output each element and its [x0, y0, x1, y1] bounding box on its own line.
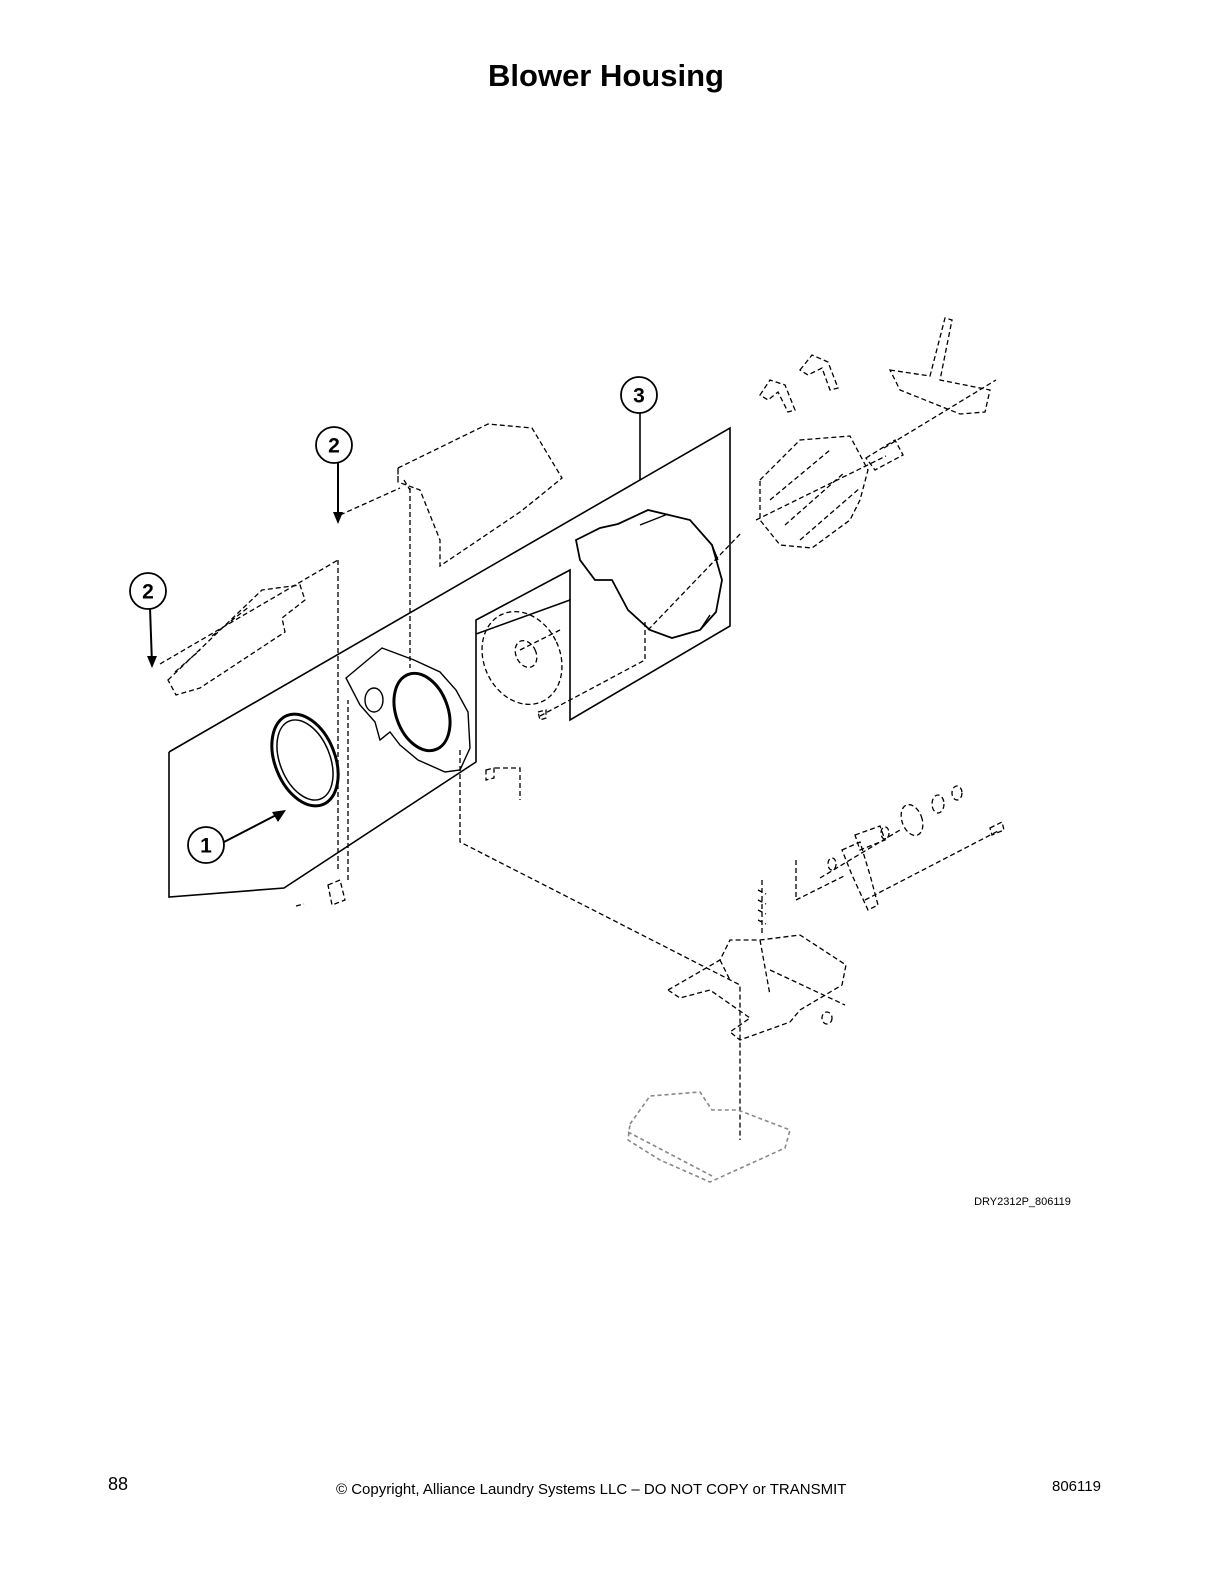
callout-leader-2b [149, 607, 153, 665]
panel-outline-inner [475, 568, 571, 634]
callout-label-3: 3 [633, 385, 645, 408]
ghost-washer [880, 826, 890, 840]
ghost-pulley-set [854, 825, 886, 851]
ghost-screw-bottom [295, 879, 346, 907]
ghost-duct-top [397, 423, 563, 568]
ghost-motor [759, 435, 869, 549]
callout-circle-2b [129, 572, 167, 610]
page-number: 88 [108, 1474, 129, 1494]
part-3-blower-scroll [574, 509, 723, 639]
panel-outline-main [168, 426, 731, 898]
blower-housing-opening [392, 671, 452, 753]
ghost-floor-plate [627, 1091, 791, 1183]
arrowhead-1 [272, 810, 286, 822]
ghost-screw-wheel [537, 709, 547, 721]
copyright-notice: © Copyright, Alliance Laundry Systems LL… [336, 1481, 847, 1498]
callout-circle-3 [620, 376, 658, 414]
ghost-base-frame [666, 934, 847, 1041]
blower-housing-plate [345, 647, 471, 773]
guide-lines [159, 379, 1001, 1140]
ghost-motor-shaft [865, 439, 904, 471]
callout-circle-1 [187, 826, 225, 864]
ghost-clip-1 [759, 379, 796, 413]
ghost-idler-arm [841, 841, 879, 911]
document-number: 806119 [1052, 1478, 1101, 1495]
ghost-washer-2 [827, 857, 837, 871]
arrowhead-2a [333, 512, 343, 524]
callout-leader-1 [223, 811, 283, 843]
ghost-pulley-3 [951, 785, 963, 801]
arrowhead-2b [147, 656, 157, 668]
ghost-blower-wheel-hub [514, 639, 538, 669]
blower-housing-hub [364, 687, 384, 713]
ghost-motor-bracket [888, 317, 991, 415]
ghost-screw-right [485, 767, 495, 781]
callout-label-2b: 2 [142, 581, 154, 604]
ghost-spring [757, 880, 767, 935]
part-1-gasket-ring [270, 712, 340, 808]
ghost-bolt-right [989, 821, 1005, 836]
ghost-clip-2 [799, 354, 839, 391]
callout-label-1: 1 [200, 835, 212, 858]
part-1-gasket-ring-inner [276, 719, 334, 801]
ghost-pulley-2 [931, 794, 945, 814]
ghost-bracket-left [167, 584, 306, 696]
ghost-pulley [900, 803, 924, 837]
callout-label-2a: 2 [328, 435, 340, 458]
page-title: Blower Housing [488, 58, 724, 93]
figure-id: DRY2312P_806119 [974, 1196, 1071, 1208]
part-3-blower-scroll-face [639, 513, 719, 631]
callout-circle-2a [315, 426, 353, 464]
ghost-blower-wheel [481, 610, 563, 706]
ghost-nut [821, 1011, 833, 1025]
